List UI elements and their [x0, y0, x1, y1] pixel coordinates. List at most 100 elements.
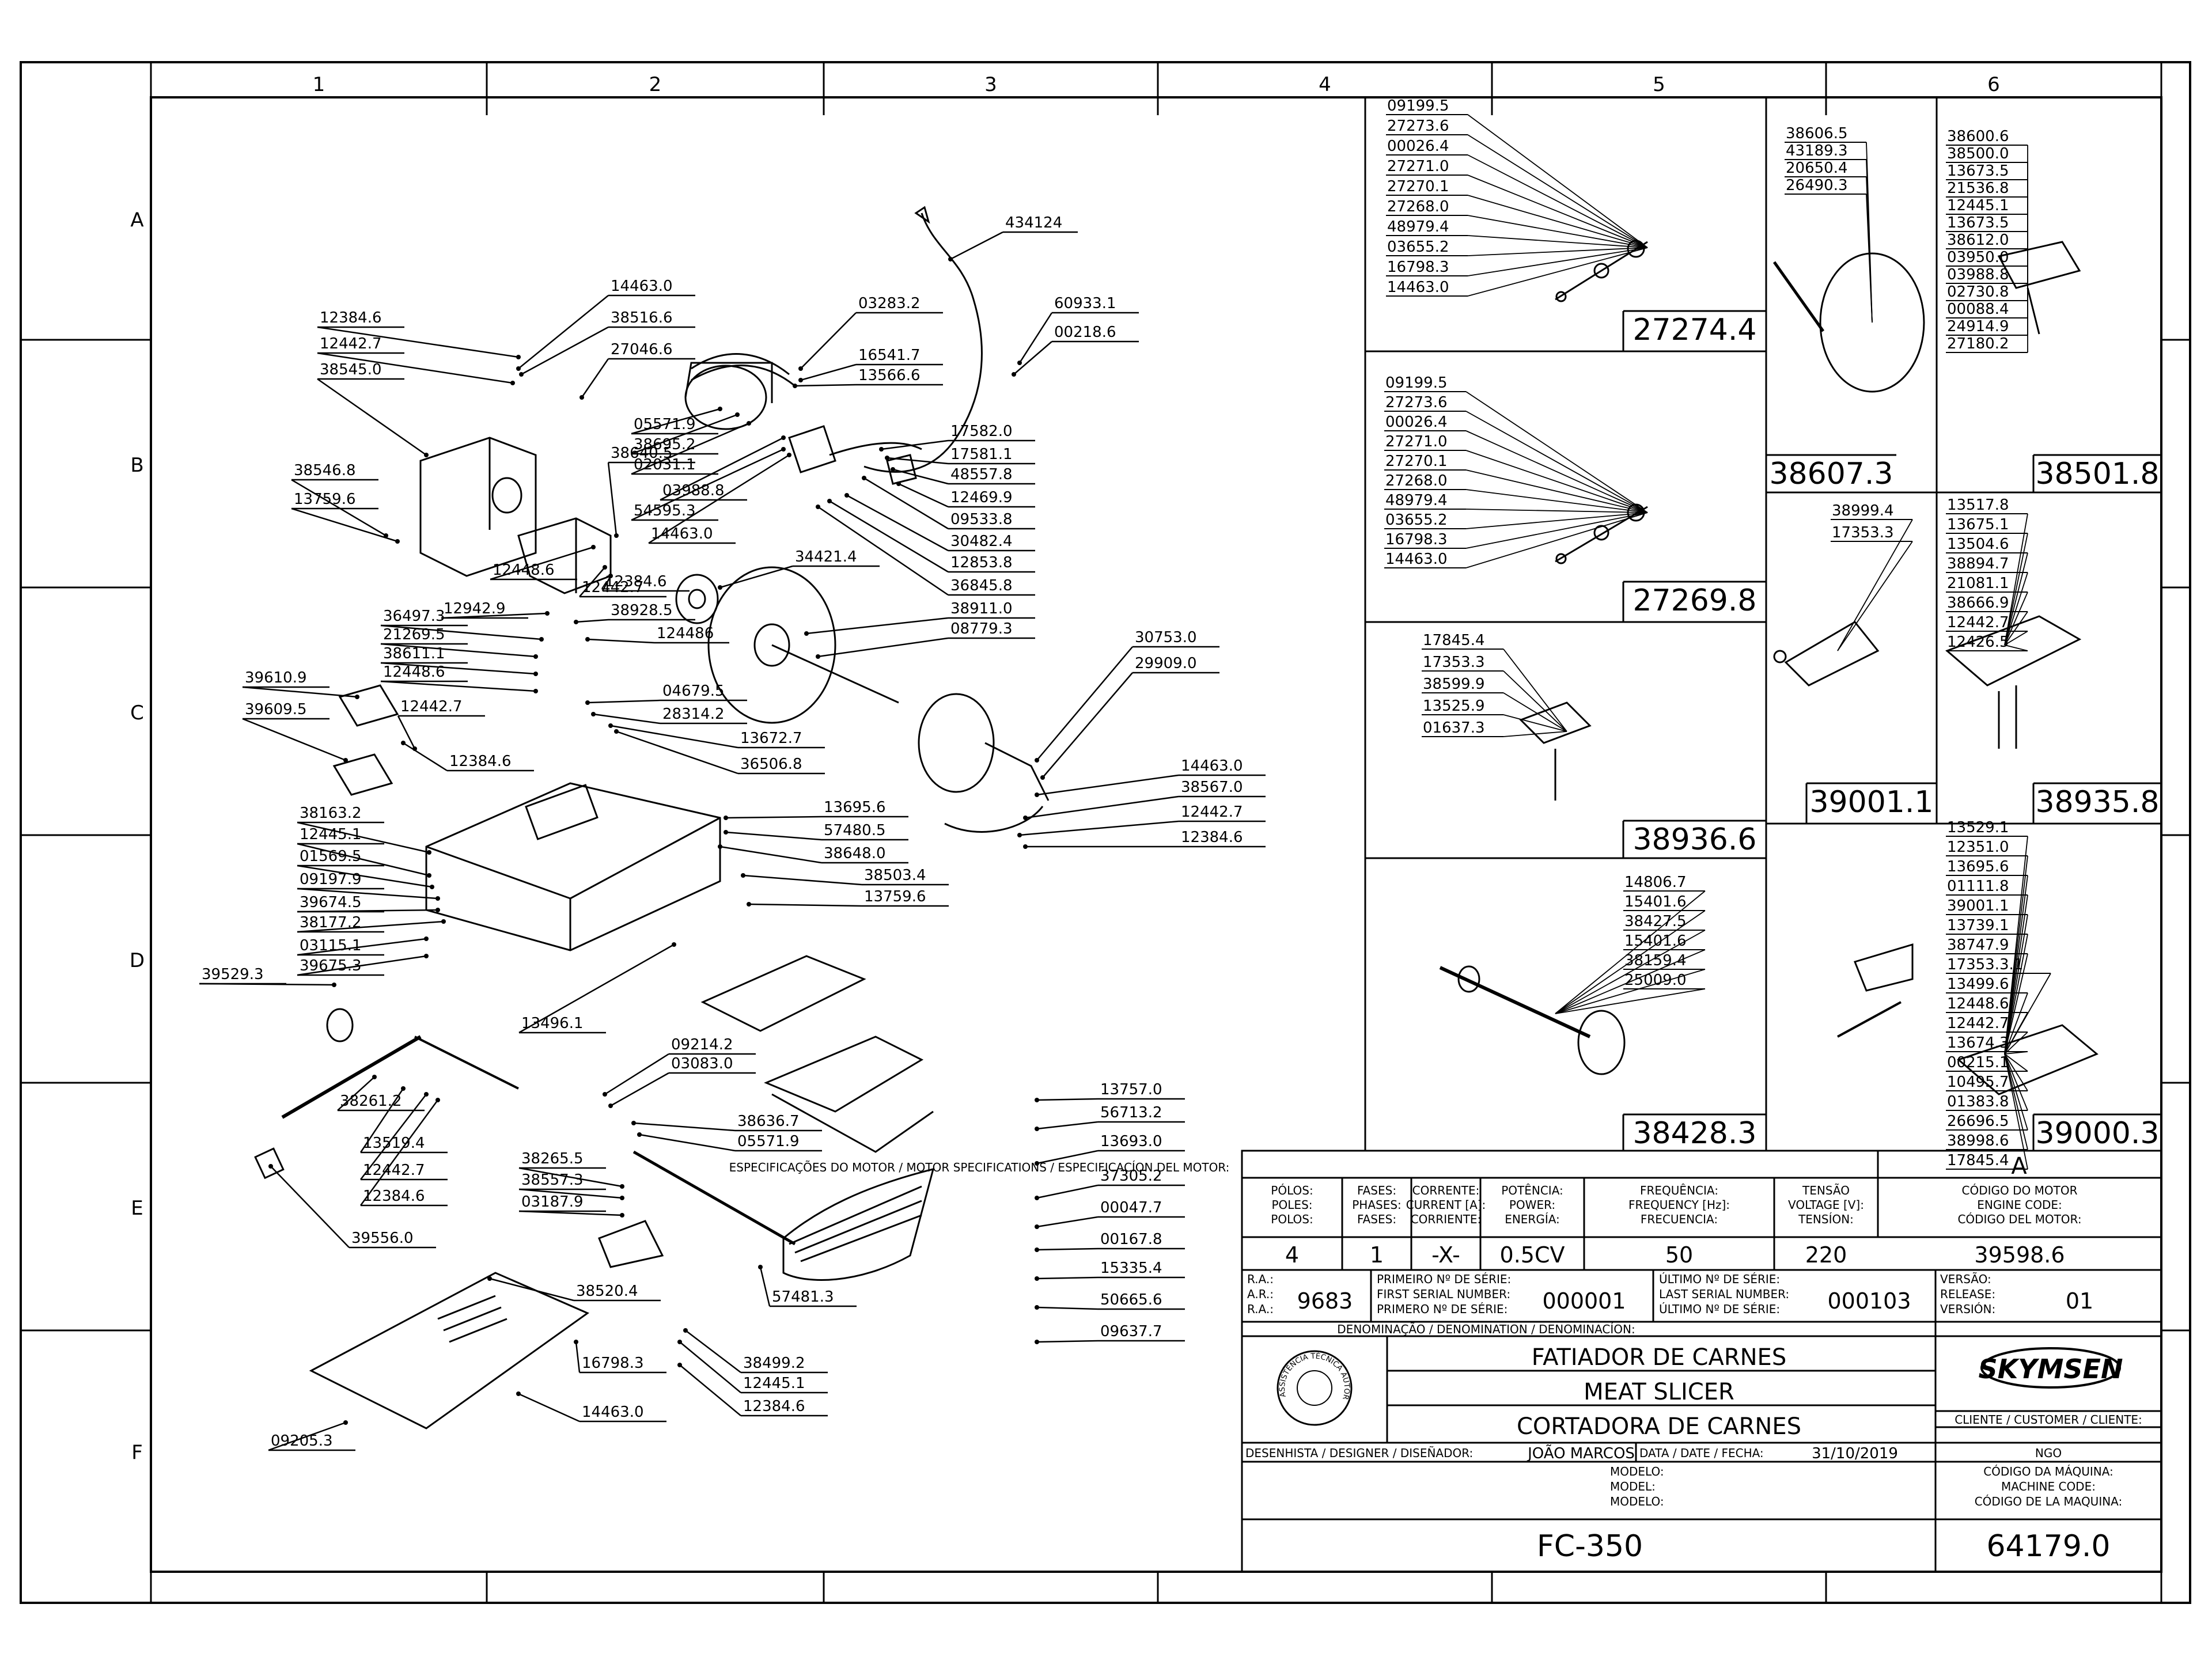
part-code: 12384.6 [363, 1188, 425, 1205]
kit-part-code: 13674.3 [1947, 1034, 2009, 1052]
part-code: 12445.1 [300, 826, 362, 843]
part-code: 39609.5 [245, 701, 307, 718]
column-label: 4 [1319, 73, 1331, 96]
part-callout: 36497.3 [380, 608, 544, 642]
part-code: 50665.6 [1100, 1291, 1162, 1309]
kit-part-code: 13673.5 [1947, 162, 2009, 180]
part-callout: 13695.6 [724, 799, 908, 820]
kit-part-code: 00088.4 [1947, 301, 2009, 318]
part-code: 16541.7 [858, 347, 921, 364]
kit-part-code: 15401.6 [1624, 893, 1687, 911]
row-label: D [130, 949, 145, 972]
kit-part-code: 16798.3 [1387, 259, 1449, 276]
part-callout: 14463.0 [516, 278, 695, 371]
motor-spec-label: CURRENT [A]: [1406, 1198, 1486, 1212]
kit-part-code: 26696.5 [1947, 1113, 2009, 1130]
part-code: 38503.4 [864, 867, 926, 884]
part-callout: 38163.2 [297, 805, 431, 855]
kit-part-code: 38427.5 [1624, 913, 1687, 930]
part-callout: 14463.0 [1035, 757, 1266, 797]
date-label: DATA / DATE / FECHA: [1639, 1446, 1764, 1460]
kit-part-code: 38600.6 [1947, 128, 2009, 145]
part-code: 12442.7 [363, 1162, 425, 1179]
kit-part-code: 12442.7 [1947, 1015, 2009, 1032]
kit-part-code: 01111.8 [1947, 878, 2009, 895]
part-callout: 08779.3 [816, 620, 1035, 659]
motor-spec-label: CORRIENTE: [1411, 1212, 1482, 1226]
part-code: 12448.6 [383, 663, 445, 681]
kit-part-code: 14806.7 [1624, 874, 1687, 891]
part-code: 48557.8 [950, 466, 1013, 483]
part-code: 30482.4 [950, 533, 1013, 550]
part-code: 60933.1 [1054, 295, 1116, 312]
part-code: 34421.4 [795, 548, 857, 566]
kit-part-code: 27270.1 [1385, 453, 1448, 470]
part-code: 27046.6 [611, 341, 673, 358]
kit-part-code: 17845.4 [1947, 1152, 2009, 1169]
denomination-label: DENOMINAÇÃO / DENOMINATION / DENOMINACÍO… [1337, 1322, 1635, 1336]
kit-part-code: 03950.0 [1947, 249, 2009, 266]
part-callout: 00047.7 [1035, 1199, 1185, 1229]
part-code: 39610.9 [245, 669, 307, 687]
part-callout: 27046.6 [579, 341, 695, 400]
part-callout: 17581.1 [885, 446, 1035, 465]
part-code: 12442.7 [400, 698, 463, 715]
part-callout: 16798.3 [574, 1340, 666, 1374]
part-code: 38177.2 [300, 914, 362, 931]
part-callout: 03187.9 [518, 1193, 624, 1218]
motor-spec-label: POWER: [1509, 1198, 1555, 1212]
part-code: 14463.0 [582, 1404, 644, 1421]
kit-part-code: 03655.2 [1387, 238, 1449, 256]
part-code: 12442.7 [320, 335, 382, 352]
motor-spec-value: -X- [1431, 1242, 1460, 1268]
brand-logo: SKYMSEN [1979, 1347, 2123, 1389]
motor-spec-label: FASES: [1357, 1184, 1396, 1197]
part-code: 09205.3 [271, 1432, 333, 1450]
part-callout: 12384.6 [1023, 829, 1266, 849]
kit-part-code: 16798.3 [1385, 531, 1448, 548]
part-callout: 13693.0 [1035, 1133, 1185, 1166]
part-callout: 39675.3 [297, 954, 429, 976]
machine-code-label: CÓDIGO DA MÁQUINA: [1983, 1465, 2113, 1478]
part-code: 16798.3 [582, 1355, 644, 1372]
kit-part-code: 26490.3 [1786, 177, 1848, 194]
part-callout: 09637.7 [1035, 1323, 1185, 1344]
part-code: 38261.2 [340, 1093, 402, 1110]
part-callout: 38928.5 [574, 602, 695, 624]
motor-spec-header: ESPECIFICAÇÕES DO MOTOR / MOTOR SPECIFIC… [729, 1161, 1230, 1174]
part-code: 38545.0 [320, 361, 382, 378]
part-callout: 38545.0 [317, 361, 429, 457]
kit-number: 38501.8 [2035, 457, 2159, 491]
part-callout: 38499.2 [683, 1328, 828, 1374]
part-code: 38163.2 [300, 805, 362, 822]
denomination-line: CORTADORA DE CARNES [1517, 1413, 1801, 1440]
part-code: 12853.8 [950, 554, 1013, 571]
part-code: 13566.6 [858, 367, 921, 384]
part-callout: 434124 [948, 214, 1078, 261]
motor-spec-label: TENSÃO [1802, 1184, 1850, 1197]
part-callout: 12445.1 [297, 826, 431, 878]
part-callout: 38520.4 [487, 1276, 661, 1302]
kit-number: 39000.3 [2035, 1116, 2159, 1151]
part-callout: 03083.0 [608, 1055, 756, 1108]
part-code: 08779.3 [950, 620, 1013, 638]
part-code: 17581.1 [950, 446, 1013, 463]
kit-part-code: 17353.3.1 [1947, 956, 2023, 973]
part-callout: 12384.6 [359, 1098, 448, 1207]
part-callout: 48557.8 [891, 466, 1035, 485]
kit-part-code: 48979.4 [1387, 218, 1449, 236]
part-code: 21269.5 [383, 626, 445, 643]
kit-part-code: 38599.9 [1423, 676, 1485, 693]
part-code: 56713.2 [1100, 1104, 1162, 1121]
part-callout: 39609.5 [242, 701, 348, 763]
last-serial-label: ÚLTIMO Nº DE SÉRIE: [1659, 1272, 1780, 1286]
part-code: 12469.9 [950, 489, 1013, 506]
part-callout: 12942.9 [441, 600, 550, 619]
kit-part-code: 13675.1 [1947, 516, 2009, 533]
part-callout: 38911.0 [804, 600, 1035, 636]
part-code: 13672.7 [740, 730, 802, 747]
kit-part-code: 01637.3 [1423, 719, 1485, 737]
first-serial-label: FIRST SERIAL NUMBER: [1377, 1287, 1510, 1301]
part-callout: 12442.7 [1017, 803, 1266, 837]
